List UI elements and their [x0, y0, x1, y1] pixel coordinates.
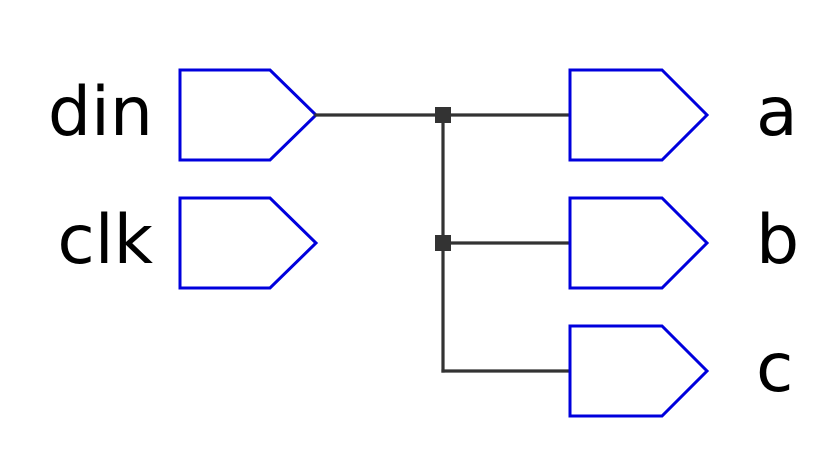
output-port-b: b: [568, 196, 799, 290]
junction-dot-middle: [435, 235, 451, 251]
output-port-a: a: [568, 68, 798, 162]
output-port-b-shape: [568, 196, 710, 290]
input-port-clk: clk: [57, 196, 319, 290]
output-port-c-shape: [568, 324, 710, 418]
input-port-din-shape: [178, 68, 319, 162]
output-port-a-label: a: [756, 73, 798, 152]
wires: [314, 107, 572, 373]
input-port-din-label: din: [48, 73, 153, 152]
output-port-c: c: [568, 324, 793, 418]
junction-dot-top: [435, 107, 451, 123]
output-port-a-shape: [568, 68, 710, 162]
input-port-clk-label: clk: [57, 201, 153, 280]
output-port-b-label: b: [756, 201, 799, 280]
input-port-clk-shape: [178, 196, 319, 290]
input-port-din: din: [48, 68, 319, 162]
output-port-c-label: c: [756, 329, 793, 408]
